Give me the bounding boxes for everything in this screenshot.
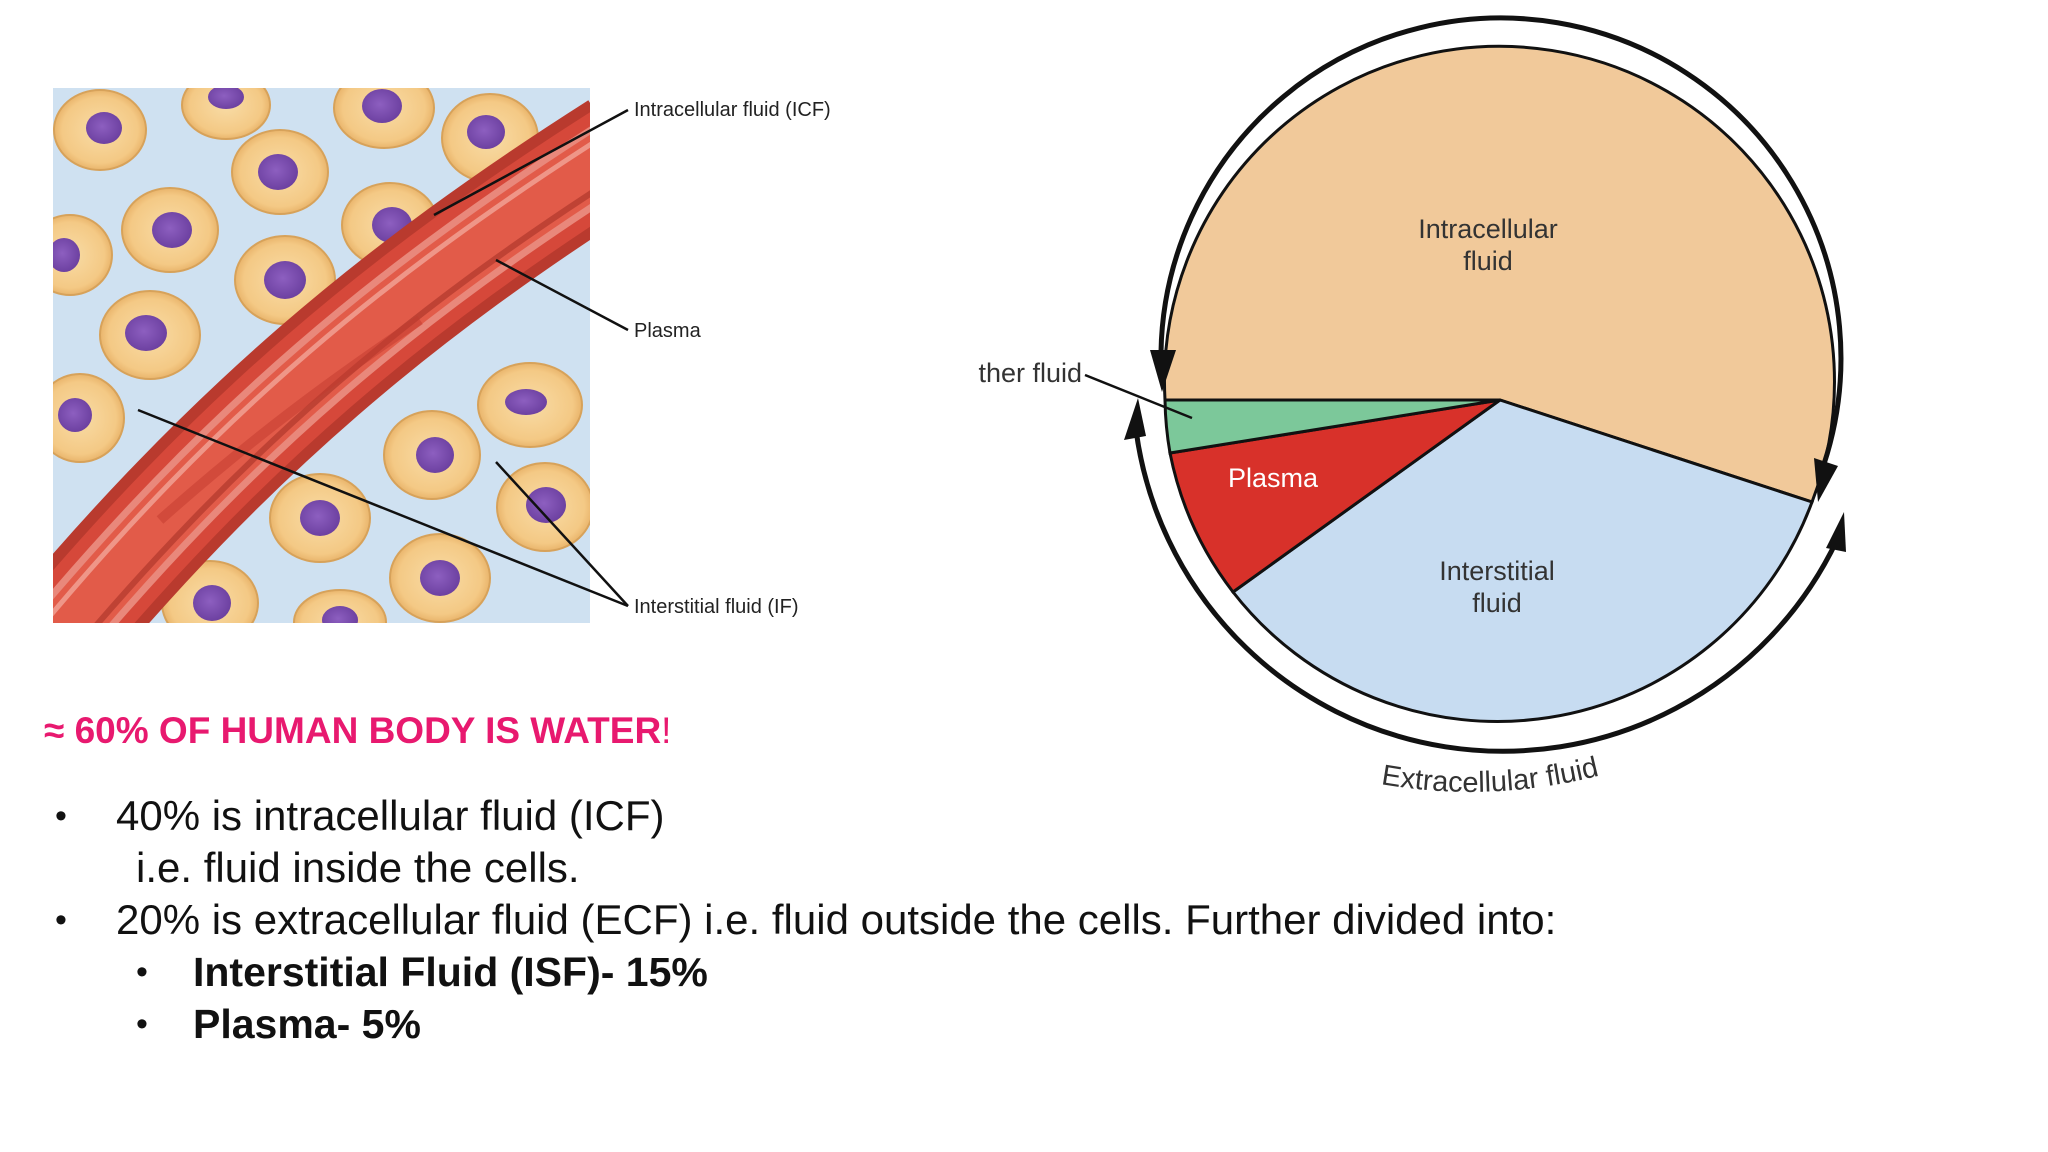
headline-exclamation: ! [661,710,672,751]
pie-slice-intracellular [1162,44,1836,504]
label-icf: Intracellular fluid (ICF) [634,99,831,121]
sub-bullet-dot-2: • [136,1005,148,1043]
bullet-dot-1: • [55,797,67,835]
sub-bullet-dot-1: • [136,953,148,991]
pie-slice-other [1163,398,1501,455]
headline-text: ≈ 60% OF HUMAN BODY IS WATER [44,710,662,751]
label-intracellular-line2: fluid [1463,246,1513,276]
label-plasma-pie: Plasma [1228,463,1319,493]
label-other-fluid: ther fluid [978,358,1082,388]
label-extracellular: Extracellular fluid [1379,751,1601,799]
label-interstitial-line1: Interstitial [1439,556,1555,586]
intracellular-arc-arrow [1150,15,1844,502]
extracellular-arc-arrow [1124,398,1846,754]
cells-illustration: Intracellular fluid (ICF) Plasma Interst… [53,88,831,623]
label-plasma-left: Plasma [634,320,702,342]
fluid-pie-diagram: Intracellular fluid ther fluid Plasma In… [978,15,1846,799]
label-if: Interstitial fluid (IF) [634,596,798,618]
label-intracellular-line1: Intracellular [1418,214,1558,244]
bullet-1-line-2: i.e. fluid inside the cells. [136,844,580,891]
leader-lines [137,108,629,608]
headline: ≈ 60% OF HUMAN BODY IS WATER! [44,710,671,752]
bullet-1-line-1: 40% is intracellular fluid (ICF) [116,792,665,839]
blood-vessel [53,100,590,623]
sub-bullet-interstitial: Interstitial Fluid (ISF)- 15% [193,949,708,995]
pie-slice-interstitial [1230,398,1814,723]
sub-bullet-plasma: Plasma- 5% [193,1001,421,1047]
bullet-dot-2: • [55,901,67,939]
pie-slice-plasma [1168,398,1501,595]
bullet-2: 20% is extracellular fluid (ECF) i.e. fl… [116,896,1557,943]
label-interstitial-line2: fluid [1472,588,1522,618]
leader-other-fluid [1084,373,1193,420]
